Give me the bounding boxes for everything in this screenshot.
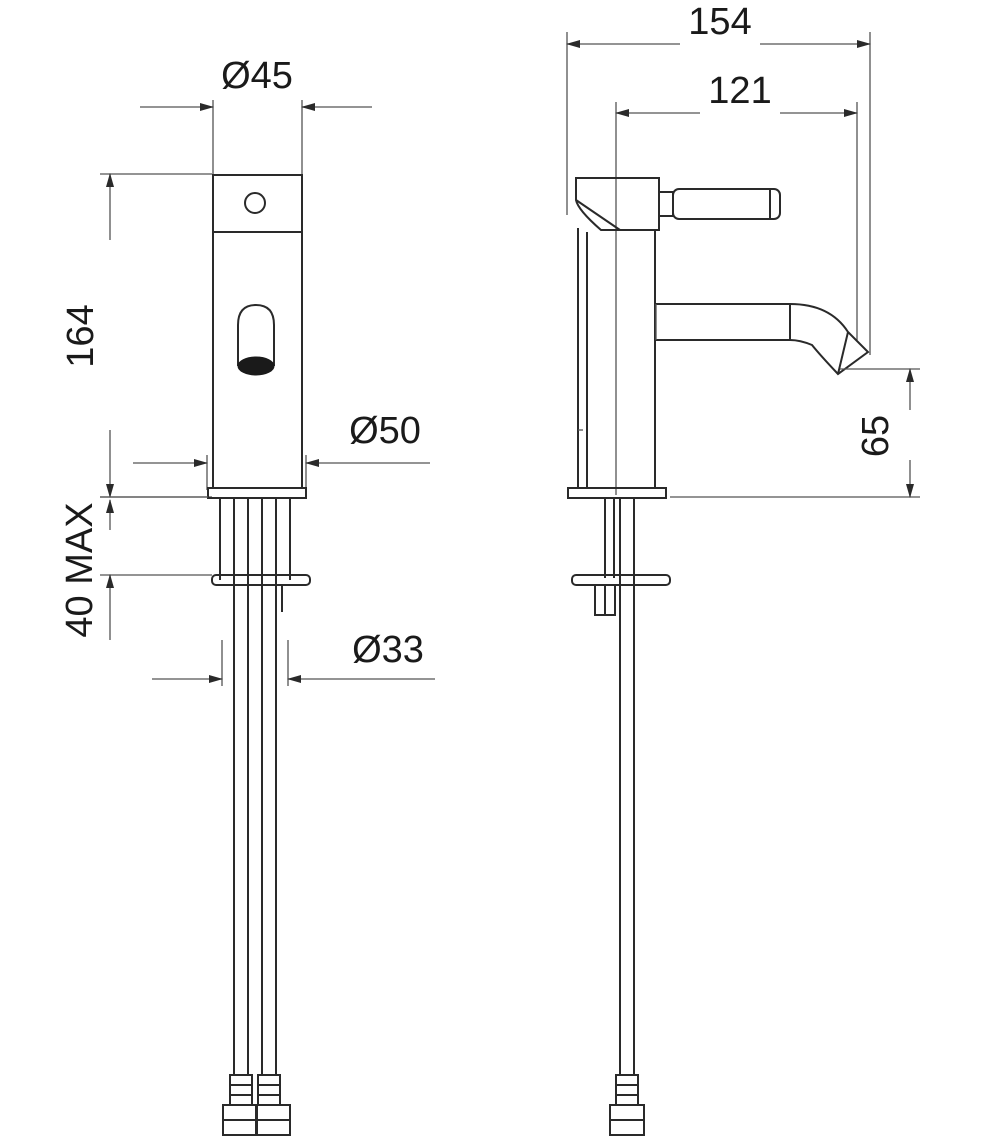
side-body [577,228,656,488]
dim-shank-diameter: Ø33 [152,629,435,686]
side-spout [655,303,870,376]
front-shank [219,498,291,580]
dim-total-depth: 154 [566,1,871,355]
front-handle-hole [244,192,266,214]
dim-spout-height: 65 [670,368,920,498]
dim-top-diameter-label: Ø45 [221,55,293,97]
front-spout-outlet [237,303,275,376]
side-hose-connector [609,1074,645,1136]
dim-base-diameter: Ø50 [133,410,430,490]
front-view: Ø45 164 Ø50 [59,55,435,1136]
front-base-ring [207,487,307,499]
front-hose-connectors [222,1074,291,1136]
dim-height-label: 164 [60,304,102,367]
side-base-ring [567,487,667,499]
dim-total-depth-label: 154 [688,1,751,43]
side-flexible-hose [619,498,635,1075]
dim-spout-height-label: 65 [855,415,897,457]
dim-mount-max: 40 MAX [59,496,212,640]
dim-top-diameter: Ø45 [140,55,372,175]
dim-height: 164 [60,173,212,498]
side-lever-handle [575,177,781,231]
dim-shank-diameter-label: Ø33 [352,629,424,671]
dim-base-diameter-label: Ø50 [349,410,421,452]
dim-spout-reach: 121 [615,70,858,495]
side-view: 154 121 [566,1,920,1136]
front-flexible-hoses [233,498,277,1075]
front-handle-block [212,174,303,233]
dim-spout-reach-label: 121 [708,70,771,112]
dim-mount-max-label: 40 MAX [59,502,101,637]
